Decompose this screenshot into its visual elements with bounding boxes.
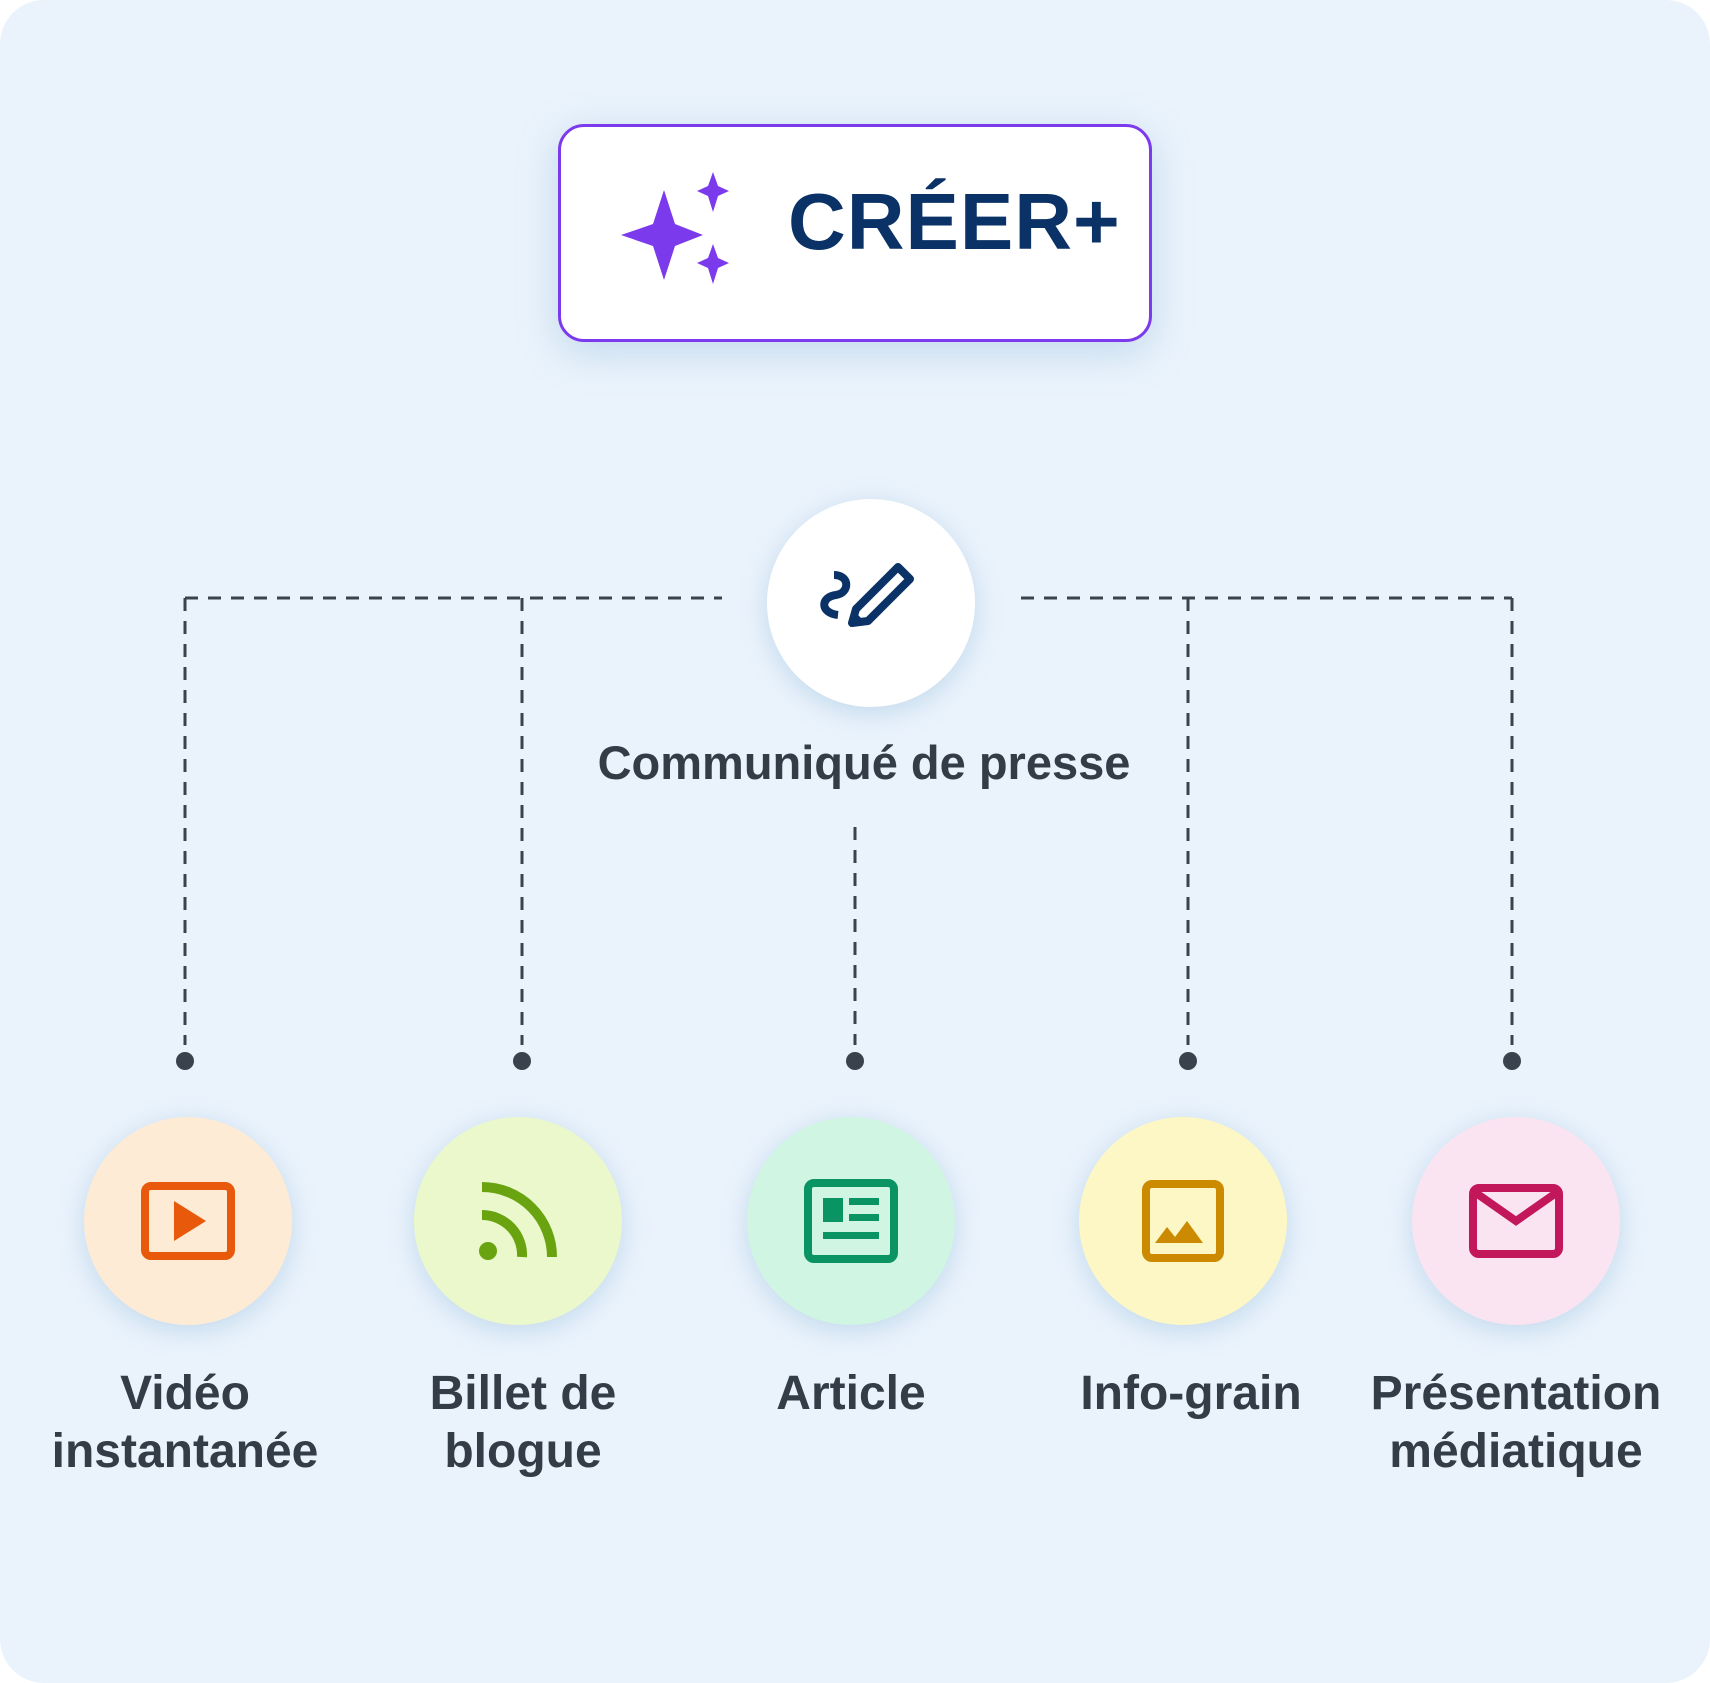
connector-dot (176, 1052, 194, 1070)
output-label-presentation: Présentation médiatique (1346, 1365, 1686, 1481)
image-icon (1142, 1180, 1224, 1262)
label-line: médiatique (1389, 1425, 1643, 1478)
creer-plus-header: CRÉER+ (558, 124, 1152, 342)
source-label: Communiqué de presse (597, 736, 1131, 789)
rss-feed-icon (479, 1182, 557, 1260)
output-label-blog: Billet de blogue (353, 1365, 693, 1481)
video-play-icon (141, 1182, 235, 1260)
output-label-article: Article (681, 1365, 1021, 1423)
sparkles-icon (621, 172, 729, 284)
label-line: Info-grain (1080, 1367, 1302, 1420)
pen-signature-icon (820, 563, 914, 627)
label-line: Vidéo (120, 1367, 250, 1420)
output-node-infograin (1079, 1117, 1287, 1325)
label-line: Billet de (429, 1367, 617, 1420)
output-node-video (84, 1117, 292, 1325)
connector-dot (846, 1052, 864, 1070)
envelope-icon (1469, 1184, 1563, 1258)
label-line: instantanée (51, 1425, 319, 1478)
connector-dot (1503, 1052, 1521, 1070)
label-line: Présentation (1370, 1367, 1662, 1420)
connector-dot (1179, 1052, 1197, 1070)
output-node-article (747, 1117, 955, 1325)
connector-dot (513, 1052, 531, 1070)
output-label-infograin: Info-grain (1021, 1365, 1361, 1423)
header-title: CRÉER+ (788, 177, 1121, 266)
newspaper-icon (804, 1179, 898, 1263)
source-node (767, 499, 975, 707)
output-label-video: Vidéo instantanée (15, 1365, 355, 1481)
label-line: Article (776, 1367, 926, 1420)
label-line: blogue (444, 1425, 602, 1478)
output-node-presentation (1412, 1117, 1620, 1325)
output-node-blog (414, 1117, 622, 1325)
